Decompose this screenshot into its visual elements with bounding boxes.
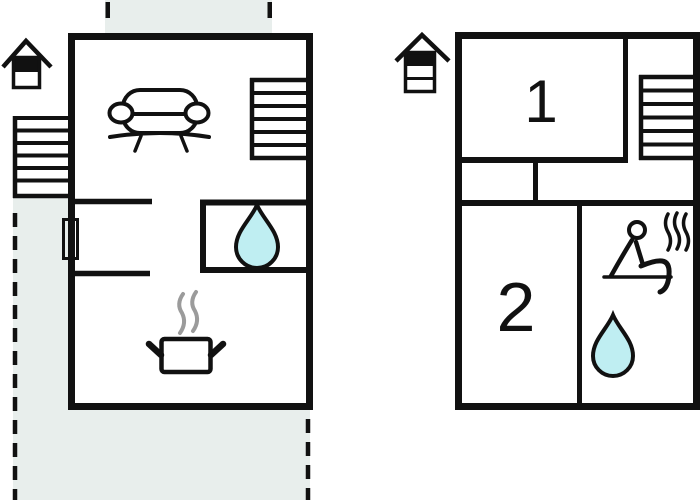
water-drop-icon-right: [590, 309, 636, 378]
terrace-area: [13, 198, 310, 500]
sofa-icon: [107, 88, 211, 153]
floor-plan-left: [1, 0, 313, 500]
water-drop-icon-left: [233, 199, 281, 270]
interior-stairs-left-plan: [249, 77, 310, 161]
sauna-steam-icon: [663, 211, 691, 252]
roof-terrace-dash-left: [105, 2, 110, 18]
roof-terrace-dash-right: [267, 2, 272, 18]
room-1-label: 1: [524, 68, 557, 135]
pot-steam-icon: [177, 292, 187, 335]
exterior-stairs-icon: [12, 116, 68, 199]
bathroom-walls: [200, 199, 310, 273]
floor-plan-right: 1 2: [394, 31, 700, 410]
house-level-icon-left: [1, 37, 53, 90]
house-level-icon-right: [394, 31, 451, 94]
entrance-door: [62, 218, 79, 260]
left-plan-outer-walls: [68, 33, 313, 410]
room-2-label: 2: [497, 268, 536, 346]
sauna-person-icon: [602, 220, 673, 295]
pot-steam-icon: [190, 290, 200, 333]
cooking-pot-icon: [145, 290, 227, 375]
roof-terrace-area: [105, 0, 272, 33]
interior-stairs-right-plan: [638, 74, 696, 161]
